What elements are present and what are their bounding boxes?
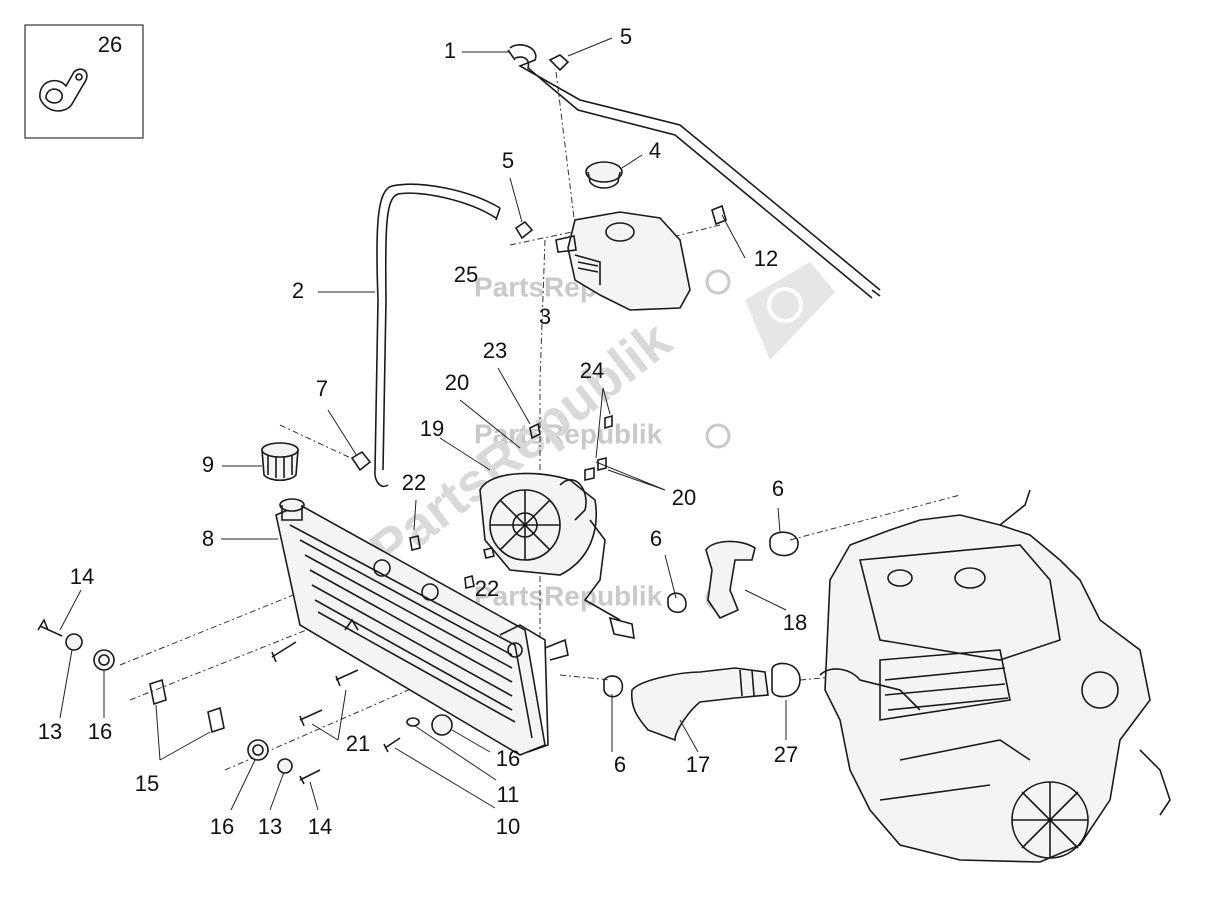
- hoses-lower: [603, 531, 801, 742]
- label-13-bottom: 13: [258, 814, 282, 839]
- filler-cap-9: [261, 442, 299, 482]
- watermark-flag: [745, 262, 835, 360]
- label-25: 25: [454, 262, 478, 287]
- label-5-top: 5: [620, 24, 632, 49]
- bracket-12: [711, 204, 727, 226]
- label-21: 21: [346, 731, 370, 756]
- label-15: 15: [135, 771, 159, 796]
- fan-19: [479, 472, 635, 640]
- label-8: 8: [202, 526, 214, 551]
- small-parts: [409, 414, 613, 590]
- inset-box-26: 26: [24, 24, 144, 139]
- engine: [819, 489, 1171, 863]
- label-2: 2: [292, 278, 304, 303]
- hose-2: [374, 183, 501, 488]
- label-9: 9: [202, 452, 214, 477]
- label-7: 7: [316, 376, 328, 401]
- label-6-mid: 6: [650, 526, 662, 551]
- clip-7: [350, 450, 372, 472]
- label-1: 1: [444, 38, 456, 63]
- gear-icon: [705, 423, 731, 449]
- label-10: 10: [496, 814, 520, 839]
- label-13-left: 13: [38, 719, 62, 744]
- label-11: 11: [497, 782, 520, 807]
- radiator-8: [275, 498, 569, 756]
- label-16-right: 16: [496, 746, 520, 771]
- label-6-bottom: 6: [614, 752, 626, 777]
- label-16-bottom: 16: [210, 814, 234, 839]
- callout-labels: 1 2 3 4 5 5 6 6 6 7 8 9 10 11 12 13 13 1…: [38, 24, 807, 839]
- label-20-top: 20: [445, 370, 469, 395]
- label-14-left: 14: [70, 564, 94, 589]
- clamp-5-mid: [514, 220, 534, 240]
- gear-icon: [705, 269, 731, 295]
- expansion-tank-3: [555, 211, 691, 311]
- clamp-5-top: [548, 54, 570, 72]
- label-4: 4: [649, 138, 661, 163]
- label-22-top: 22: [402, 470, 426, 495]
- label-17: 17: [686, 752, 710, 777]
- label-22-mid: 22: [475, 576, 499, 601]
- gear-icon: [767, 287, 803, 323]
- label-26: 26: [98, 32, 122, 57]
- label-24: 24: [580, 358, 604, 383]
- label-14-bottom: 14: [308, 814, 332, 839]
- watermark-2: PartsRepublik: [474, 418, 663, 449]
- label-20-right: 20: [672, 485, 696, 510]
- label-23: 23: [483, 338, 507, 363]
- watermark-3: PartsRepublik: [474, 580, 663, 611]
- label-3: 3: [539, 304, 551, 329]
- label-18: 18: [783, 610, 807, 635]
- label-19: 19: [420, 416, 444, 441]
- cap-4: [585, 161, 623, 189]
- label-27: 27: [774, 742, 798, 767]
- fasteners: [37, 618, 453, 785]
- label-12: 12: [754, 246, 778, 271]
- hose-1: [507, 44, 881, 299]
- label-6-right: 6: [772, 476, 784, 501]
- label-5-mid: 5: [502, 148, 514, 173]
- leader-lines: [59, 37, 787, 811]
- label-16-left: 16: [88, 719, 112, 744]
